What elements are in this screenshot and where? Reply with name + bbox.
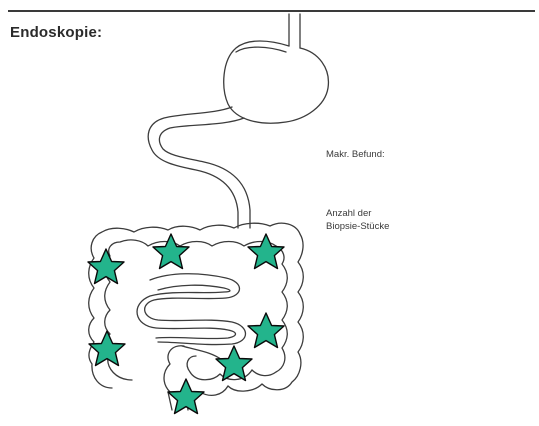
biopsy-marker-star — [248, 313, 284, 348]
biopsy-marker-star — [88, 249, 124, 284]
duodenum-outline — [148, 107, 250, 228]
biopsy-marker-star — [89, 331, 125, 366]
small-intestine-outline — [137, 274, 245, 360]
stomach-outline — [224, 41, 329, 123]
esophagus-outline — [289, 14, 300, 48]
biopsy-marker-star — [168, 379, 204, 414]
biopsy-marker-star — [248, 234, 284, 269]
biopsy-marker-star — [153, 234, 189, 269]
